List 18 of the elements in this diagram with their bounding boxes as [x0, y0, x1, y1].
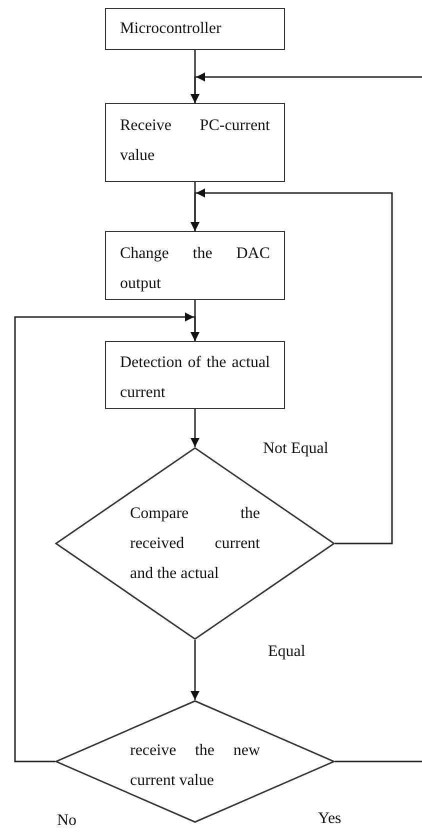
- step-text: Change the DAC output: [120, 244, 270, 294]
- step-text: Microcontroller: [120, 19, 222, 39]
- arrow: [190, 72, 422, 103]
- step-text: Detection of the actual current: [120, 353, 270, 403]
- step-text: Receive PC-current value: [120, 116, 270, 166]
- arrow: [190, 640, 200, 700]
- process-box: [105, 341, 285, 409]
- arrow: [14, 312, 200, 762]
- step-text: Compare the received current and the actual: [130, 504, 260, 584]
- process-box: [105, 231, 285, 300]
- process-box: [105, 8, 285, 50]
- connector-line: [335, 760, 422, 762]
- edge-label: Not Equal: [263, 440, 328, 458]
- edge-label: Equal: [268, 643, 306, 661]
- arrow: [190, 188, 393, 544]
- arrow: [190, 409, 200, 447]
- step-text: receive the new current value: [130, 741, 260, 791]
- process-box: [105, 103, 285, 182]
